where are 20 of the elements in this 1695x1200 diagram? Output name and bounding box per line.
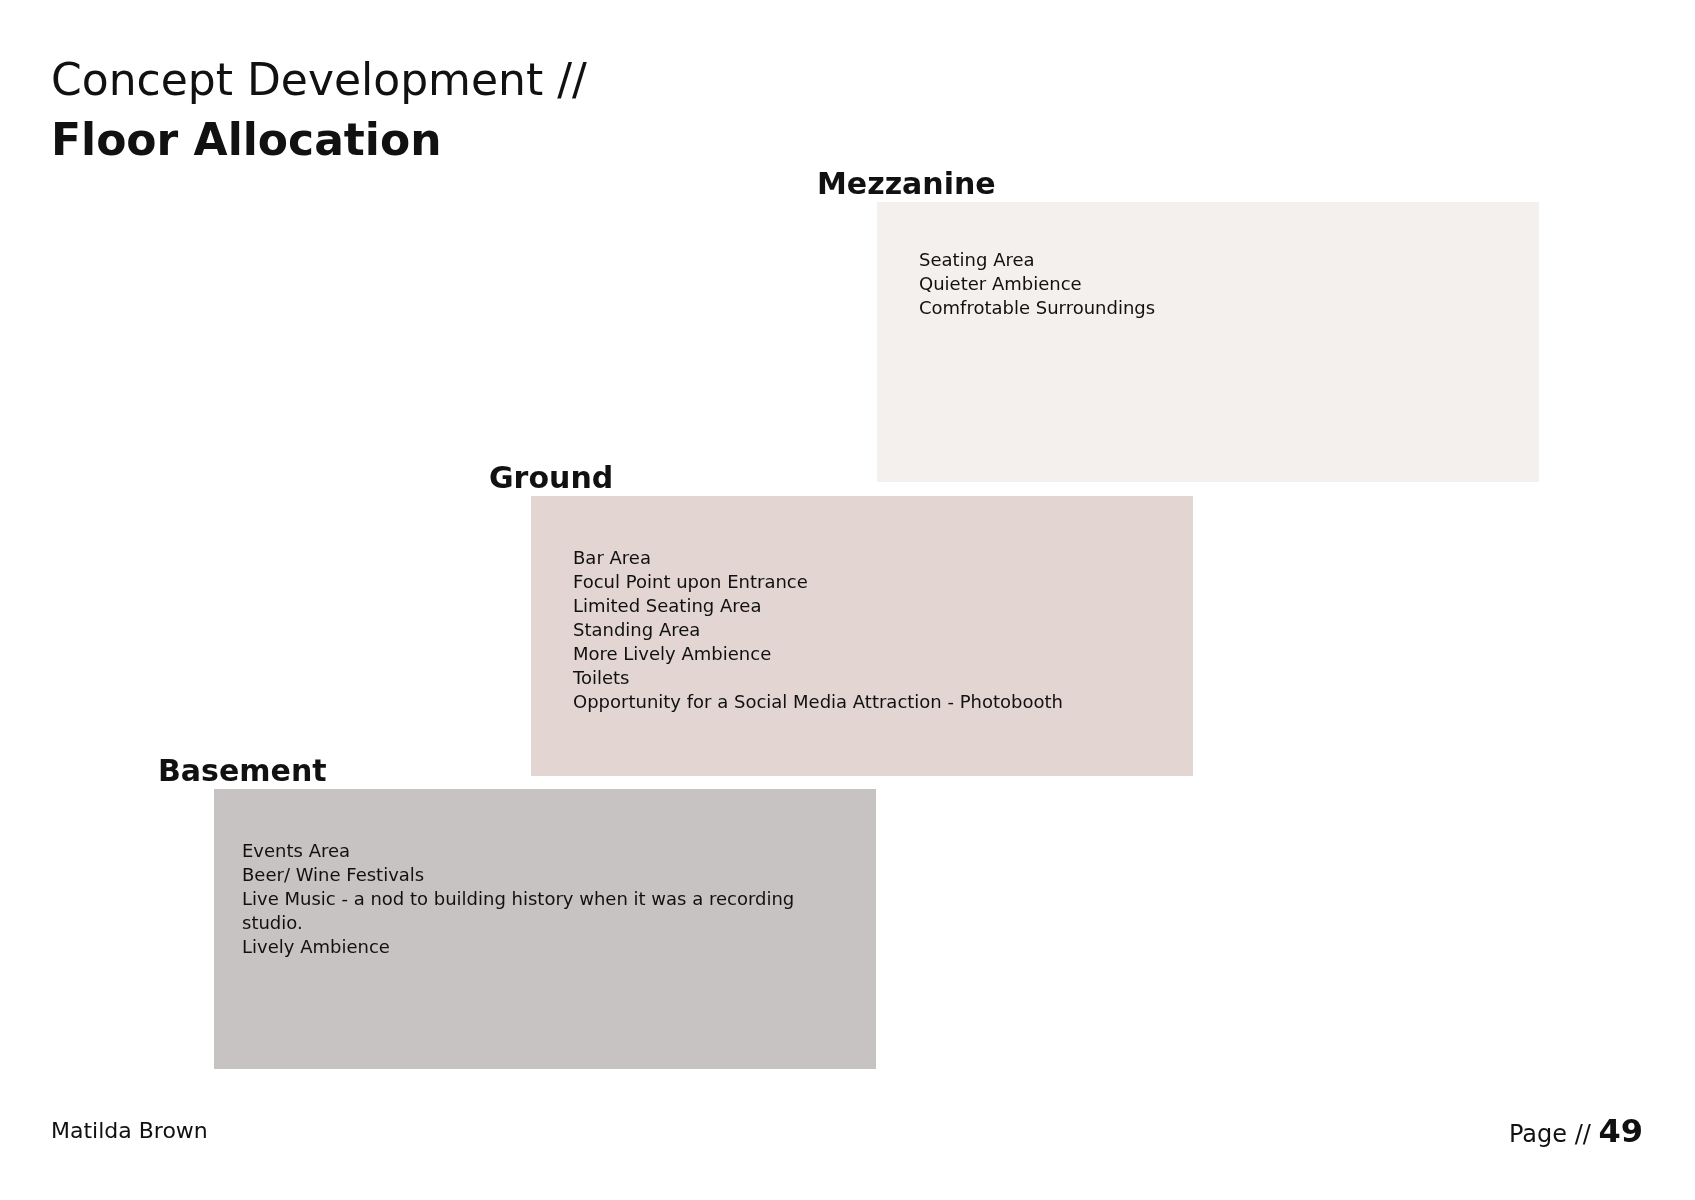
feature-text: Events Area [242, 839, 352, 863]
feature-text: Standing Area [573, 618, 702, 642]
page-number: Page // 49 [1508, 1112, 1643, 1150]
floor-heading: Basement [158, 753, 328, 789]
feature-text: Opportunity for a Social Media Attraction - Photobooth [573, 690, 1064, 714]
feature-text: Comfrotable Surroundings [919, 296, 1157, 320]
floor-heading: Mezzanine [817, 166, 997, 202]
feature-text: Live Music - a nod to building history when it was a recording studio. [242, 887, 796, 935]
feature-text: Focul Point upon Entrance [573, 570, 809, 594]
author-name: Matilda Brown [51, 1118, 208, 1143]
feature-text: Quieter Ambience [919, 272, 1083, 296]
page-title: Concept Development // Floor Allocation [51, 53, 587, 167]
feature-text: Bar Area [573, 546, 652, 570]
floor-heading: Ground [489, 460, 615, 496]
feature-text: More Lively Ambience [573, 642, 773, 666]
feature-text: Toilets [573, 666, 631, 690]
feature-text: Limited Seating Area [573, 594, 763, 618]
feature-text: Seating Area [919, 248, 1036, 272]
feature-text: Lively Ambience [242, 935, 391, 959]
feature-text: Beer/ Wine Festivals [242, 863, 426, 887]
